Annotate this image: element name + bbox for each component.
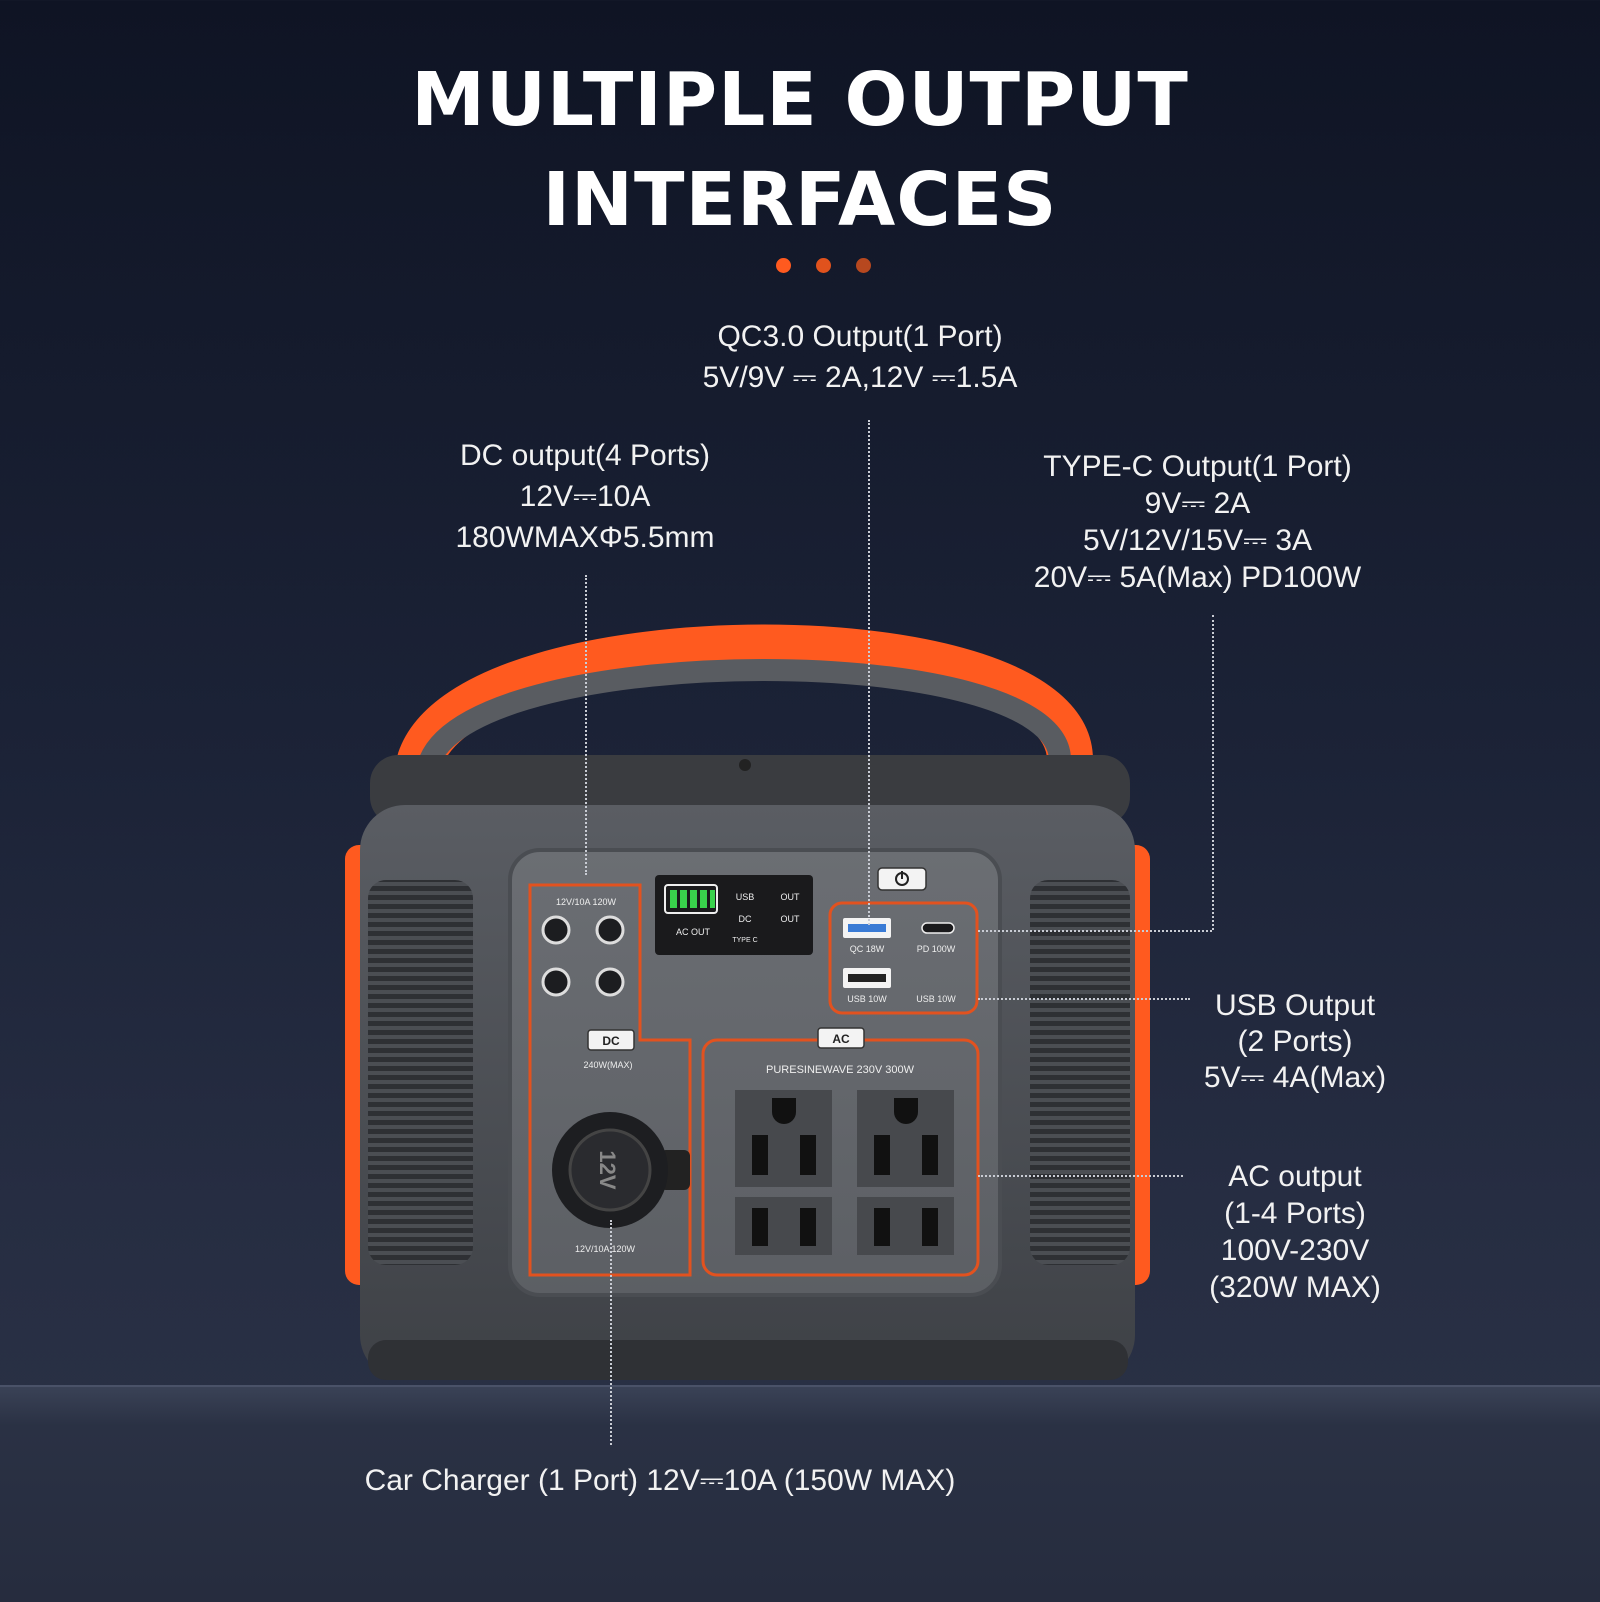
ac-outlet-4 <box>857 1197 954 1255</box>
svg-text:OUT: OUT <box>781 892 801 902</box>
callout-ac: AC output (1-4 Ports) 100V-230V (320W MA… <box>1190 1158 1400 1306</box>
callout-typec: TYPE-C Output(1 Port) 9V⎓ 2A 5V/12V/15V⎓… <box>1000 448 1395 596</box>
leader-qc <box>868 420 870 925</box>
svg-text:USB: USB <box>736 892 755 902</box>
svg-text:AC OUT: AC OUT <box>676 927 711 937</box>
callout-ac-power: (320W MAX) <box>1209 1271 1381 1304</box>
page-title: MULTIPLE OUTPUT INTERFACES <box>0 50 1600 250</box>
svg-text:DC: DC <box>602 1034 620 1048</box>
leader-usb <box>978 998 1190 1000</box>
svg-text:USB 10W: USB 10W <box>847 994 887 1004</box>
callout-car: Car Charger (1 Port) 12V⎓10A (150W MAX) <box>320 1462 1000 1499</box>
svg-text:12V/10A 120W: 12V/10A 120W <box>556 897 617 907</box>
callout-typec-spec-1: 9V⎓ 2A <box>1144 487 1251 520</box>
svg-text:240W(MAX): 240W(MAX) <box>583 1060 632 1070</box>
ac-outlet-3 <box>735 1197 832 1255</box>
svg-text:12V/10A 120W: 12V/10A 120W <box>575 1244 636 1254</box>
callout-dc: DC output(4 Ports) 12V⎓10A 180WMAXΦ5.5mm <box>420 435 750 558</box>
callout-dc-spec-1: 12V⎓10A <box>519 480 651 513</box>
dc-section <box>528 883 692 1277</box>
floor-surface <box>0 1385 1600 1602</box>
callout-usb-title: USB Output <box>1214 989 1376 1022</box>
left-grip <box>368 880 473 1265</box>
callout-typec-spec-2: 5V/12V/15V⎓ 3A <box>1082 524 1313 557</box>
svg-text:USB 10W: USB 10W <box>916 994 956 1004</box>
callout-dc-spec-2: 180WMAXΦ5.5mm <box>455 521 715 554</box>
leader-typec <box>1212 615 1214 930</box>
handle <box>397 624 1093 783</box>
title-line-2: INTERFACES <box>542 157 1058 243</box>
ac-outlet-1 <box>735 1090 832 1187</box>
callout-usb-spec: 5V⎓ 4A(Max) <box>1203 1061 1387 1094</box>
svg-text:12V: 12V <box>595 1150 620 1189</box>
svg-text:TYPE C: TYPE C <box>732 937 757 944</box>
callout-ac-voltage: 100V-230V <box>1220 1234 1370 1267</box>
dot-2 <box>816 258 831 273</box>
dot-1 <box>776 258 791 273</box>
svg-text:QC 18W: QC 18W <box>850 944 885 954</box>
svg-text:OUT: OUT <box>781 914 801 924</box>
callout-typec-title: TYPE-C Output(1 Port) <box>1043 450 1352 483</box>
callout-car-text: Car Charger (1 Port) 12V⎓10A (150W MAX) <box>364 1464 956 1497</box>
svg-text:DC: DC <box>739 914 752 924</box>
svg-text:AC: AC <box>832 1032 850 1046</box>
callout-typec-spec-3: 20V⎓ 5A(Max) PD100W <box>1033 561 1362 594</box>
callout-ac-title: AC output <box>1228 1160 1362 1193</box>
dot-3 <box>856 258 871 273</box>
leader-dc <box>585 575 587 875</box>
callout-usb: USB Output (2 Ports) 5V⎓ 4A(Max) <box>1185 988 1405 1096</box>
callout-dc-title: DC output(4 Ports) <box>459 439 711 472</box>
callout-qc-title: QC3.0 Output(1 Port) <box>717 320 1003 353</box>
ac-outlet-2 <box>857 1090 954 1187</box>
title-line-1: MULTIPLE OUTPUT <box>411 57 1189 143</box>
callout-qc-spec: 5V/9V ⎓ 2A,12V ⎓1.5A <box>702 361 1018 394</box>
callout-ac-ports: (1-4 Ports) <box>1224 1197 1366 1230</box>
leader-car <box>610 1220 612 1445</box>
callout-qc: QC3.0 Output(1 Port) 5V/9V ⎓ 2A,12V ⎓1.5… <box>660 318 1060 396</box>
right-grip <box>1030 880 1130 1265</box>
callout-usb-ports: (2 Ports) <box>1237 1025 1353 1058</box>
leader-ac <box>978 1175 1183 1177</box>
svg-text:PD 100W: PD 100W <box>917 944 956 954</box>
svg-text:PURESINEWAVE 230V 300W: PURESINEWAVE 230V 300W <box>766 1064 915 1076</box>
decorative-dots <box>776 258 871 273</box>
leader-typec-h <box>978 930 1212 932</box>
usb-section <box>828 901 979 1015</box>
